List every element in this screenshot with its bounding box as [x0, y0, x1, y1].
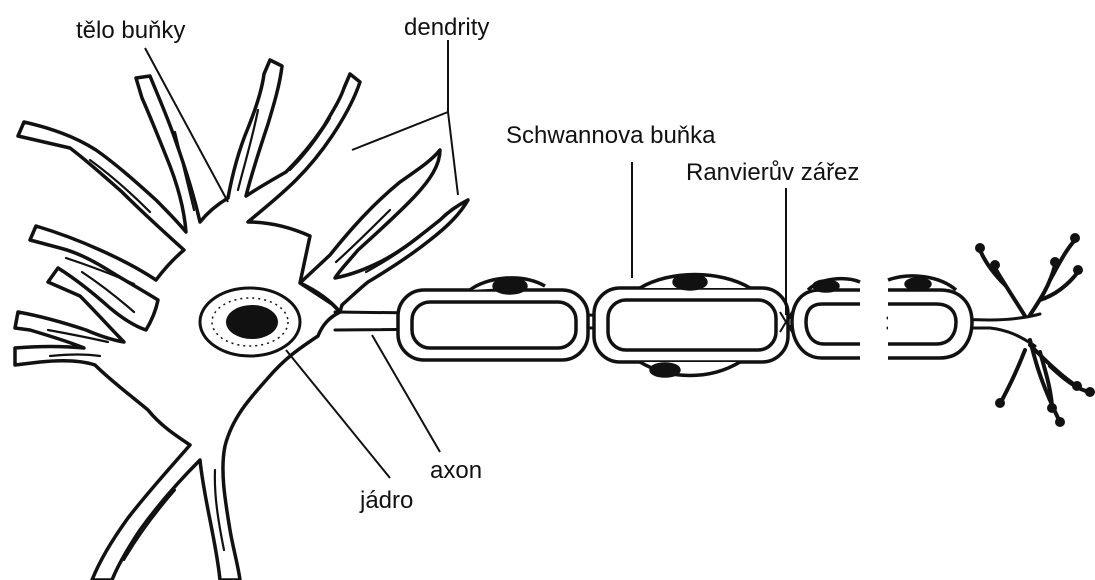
soma-outline	[300, 150, 468, 312]
label-axon: axon	[430, 457, 482, 484]
schwann-cell-3	[792, 279, 860, 358]
label-schwann-cell: Schwannova buňka	[506, 122, 716, 149]
label-dendrites: dendrity	[404, 14, 489, 41]
nucleus	[200, 288, 300, 356]
axon-terminal-bulbs	[975, 233, 1095, 427]
schwann-cell-1	[398, 278, 588, 360]
schwann-cell-4	[888, 276, 972, 358]
schwann-cell-2	[594, 275, 788, 377]
label-nucleus: jádro	[359, 487, 413, 514]
label-node-of-ranvier: Ranvierův zářez	[686, 159, 859, 186]
label-cell-body: tělo buňky	[76, 17, 185, 44]
leader-nucleus	[286, 350, 390, 478]
leader-dendrites	[352, 40, 458, 195]
soma-main	[15, 60, 360, 580]
